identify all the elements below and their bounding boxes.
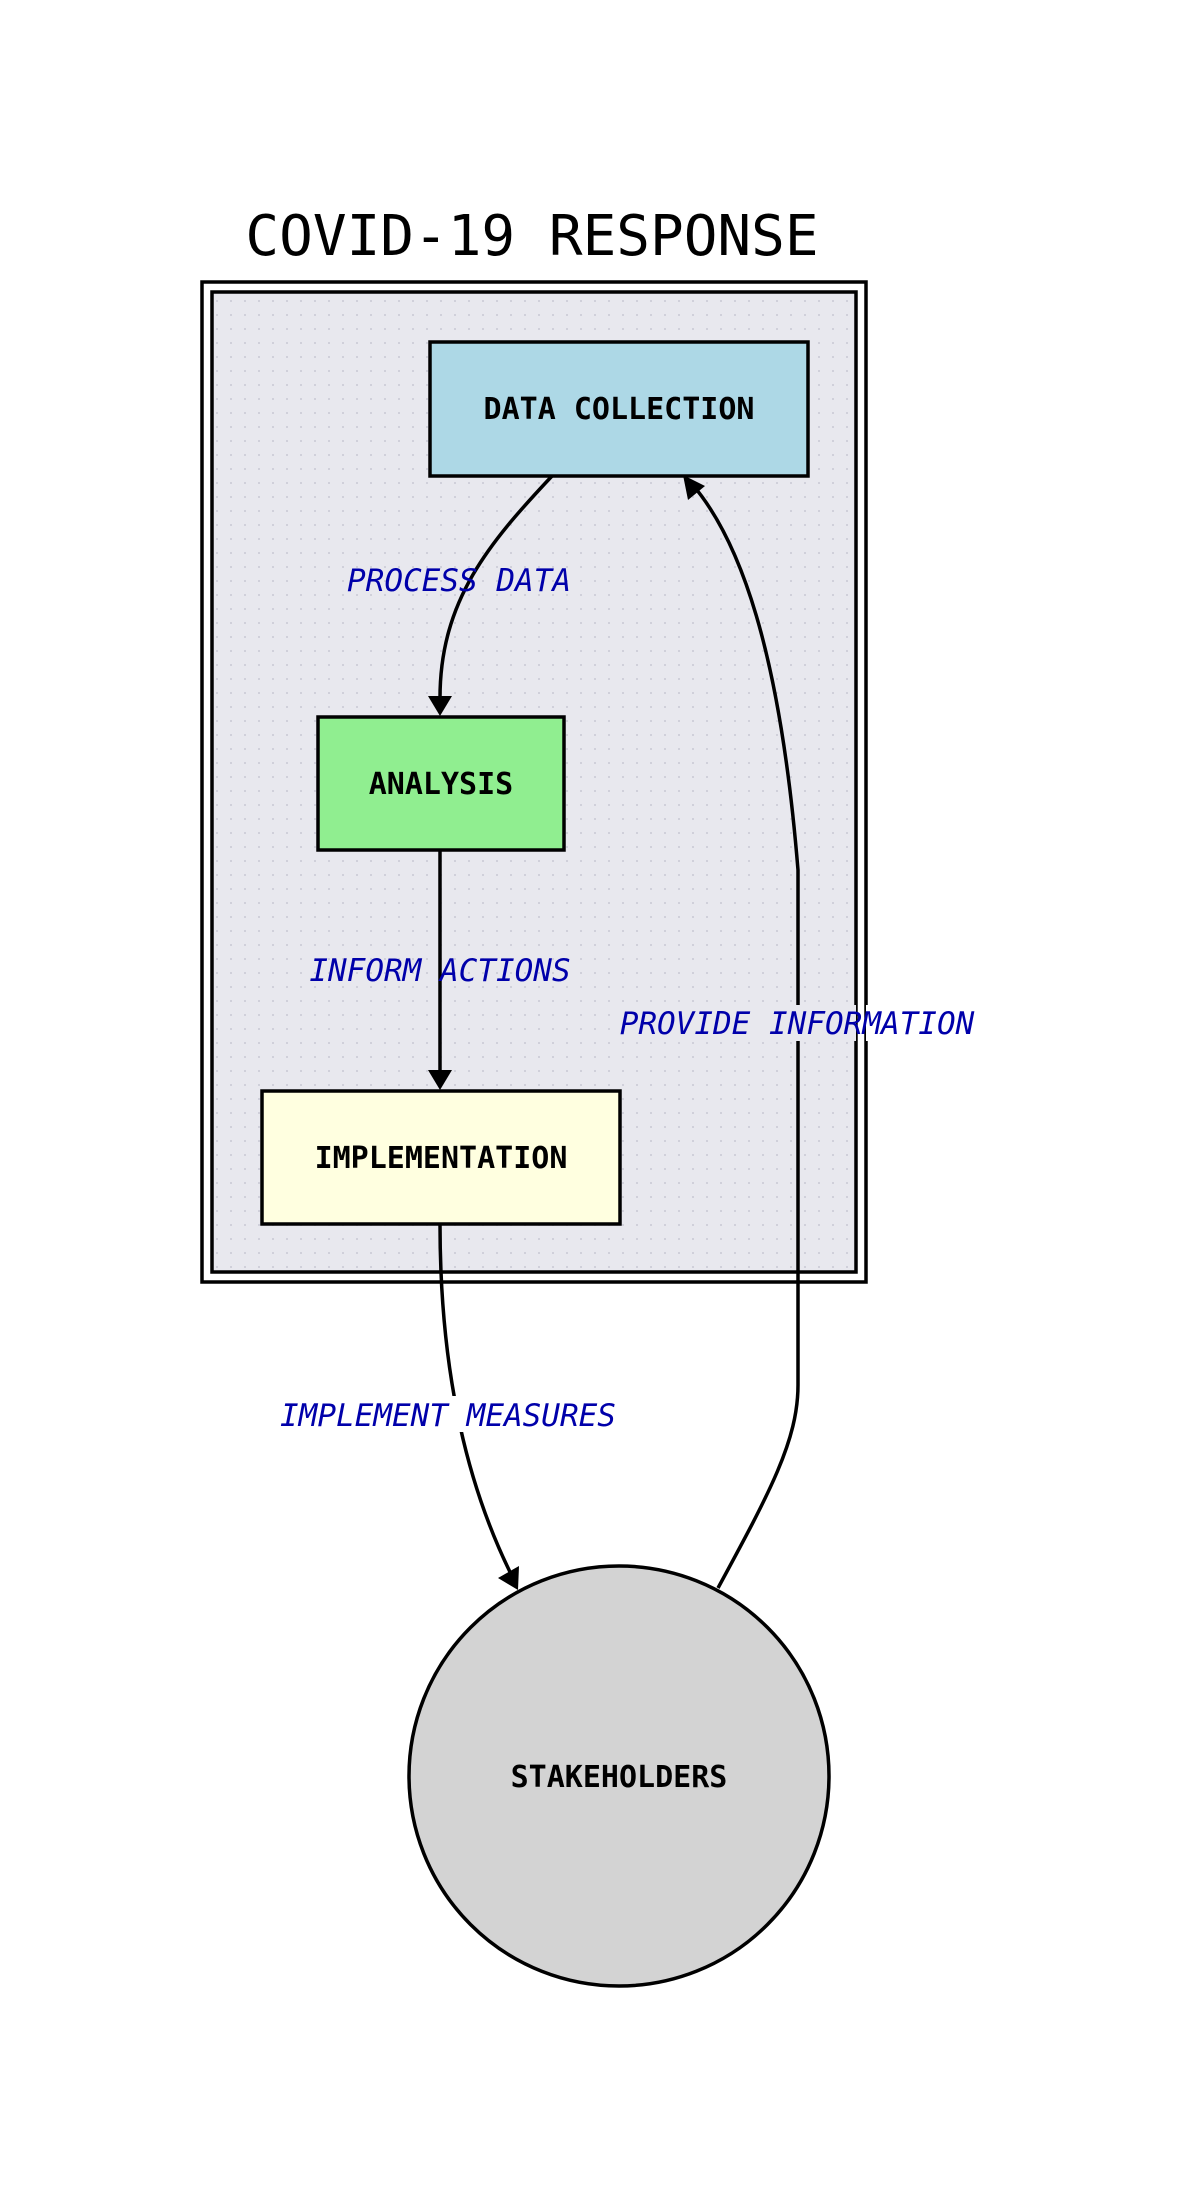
node-implementation: IMPLEMENTATION bbox=[260, 1089, 622, 1226]
analysis-label: ANALYSIS bbox=[369, 767, 514, 802]
edge-label-process-data: PROCESS DATA bbox=[347, 563, 571, 599]
edge-label-implement-measures-group: IMPLEMENT MEASURES bbox=[274, 1396, 622, 1434]
analysis-box bbox=[316, 715, 566, 852]
edge-label-process-data-group: PROCESS DATA bbox=[347, 563, 571, 599]
edge-label-implement-measures: IMPLEMENT MEASURES bbox=[280, 1398, 616, 1434]
stakeholders-label: STAKEHOLDERS bbox=[511, 1760, 728, 1795]
node-data-collection: DATA COLLECTION bbox=[428, 340, 810, 478]
data-collection-label: DATA COLLECTION bbox=[484, 392, 755, 427]
arrowhead-implement-measures bbox=[498, 1566, 519, 1590]
edge-label-inform-actions-group: INFORM ACTIONS bbox=[309, 953, 570, 989]
edge-process-data bbox=[428, 474, 554, 716]
data-collection-box bbox=[428, 340, 810, 478]
implementation-box bbox=[260, 1089, 622, 1226]
node-analysis: ANALYSIS bbox=[316, 715, 566, 852]
node-stakeholders: STAKEHOLDERS bbox=[407, 1564, 831, 1988]
edge-label-inform-actions: INFORM ACTIONS bbox=[309, 953, 570, 989]
arrowhead-provide-information bbox=[683, 475, 705, 500]
edge-inform-actions bbox=[428, 849, 452, 1090]
cluster-title: COVID-19 RESPONSE bbox=[245, 204, 818, 269]
edge-provide-information bbox=[683, 475, 800, 1589]
edge-label-provide-information-group: PROVIDE INFORMATION bbox=[614, 1005, 982, 1042]
edge-label-provide-information: PROVIDE INFORMATION bbox=[620, 1006, 975, 1042]
stakeholders-circle bbox=[407, 1564, 831, 1988]
implementation-label: IMPLEMENTATION bbox=[315, 1141, 568, 1176]
arrowhead-process-data bbox=[428, 696, 452, 716]
arrowhead-inform-actions bbox=[428, 1070, 452, 1090]
